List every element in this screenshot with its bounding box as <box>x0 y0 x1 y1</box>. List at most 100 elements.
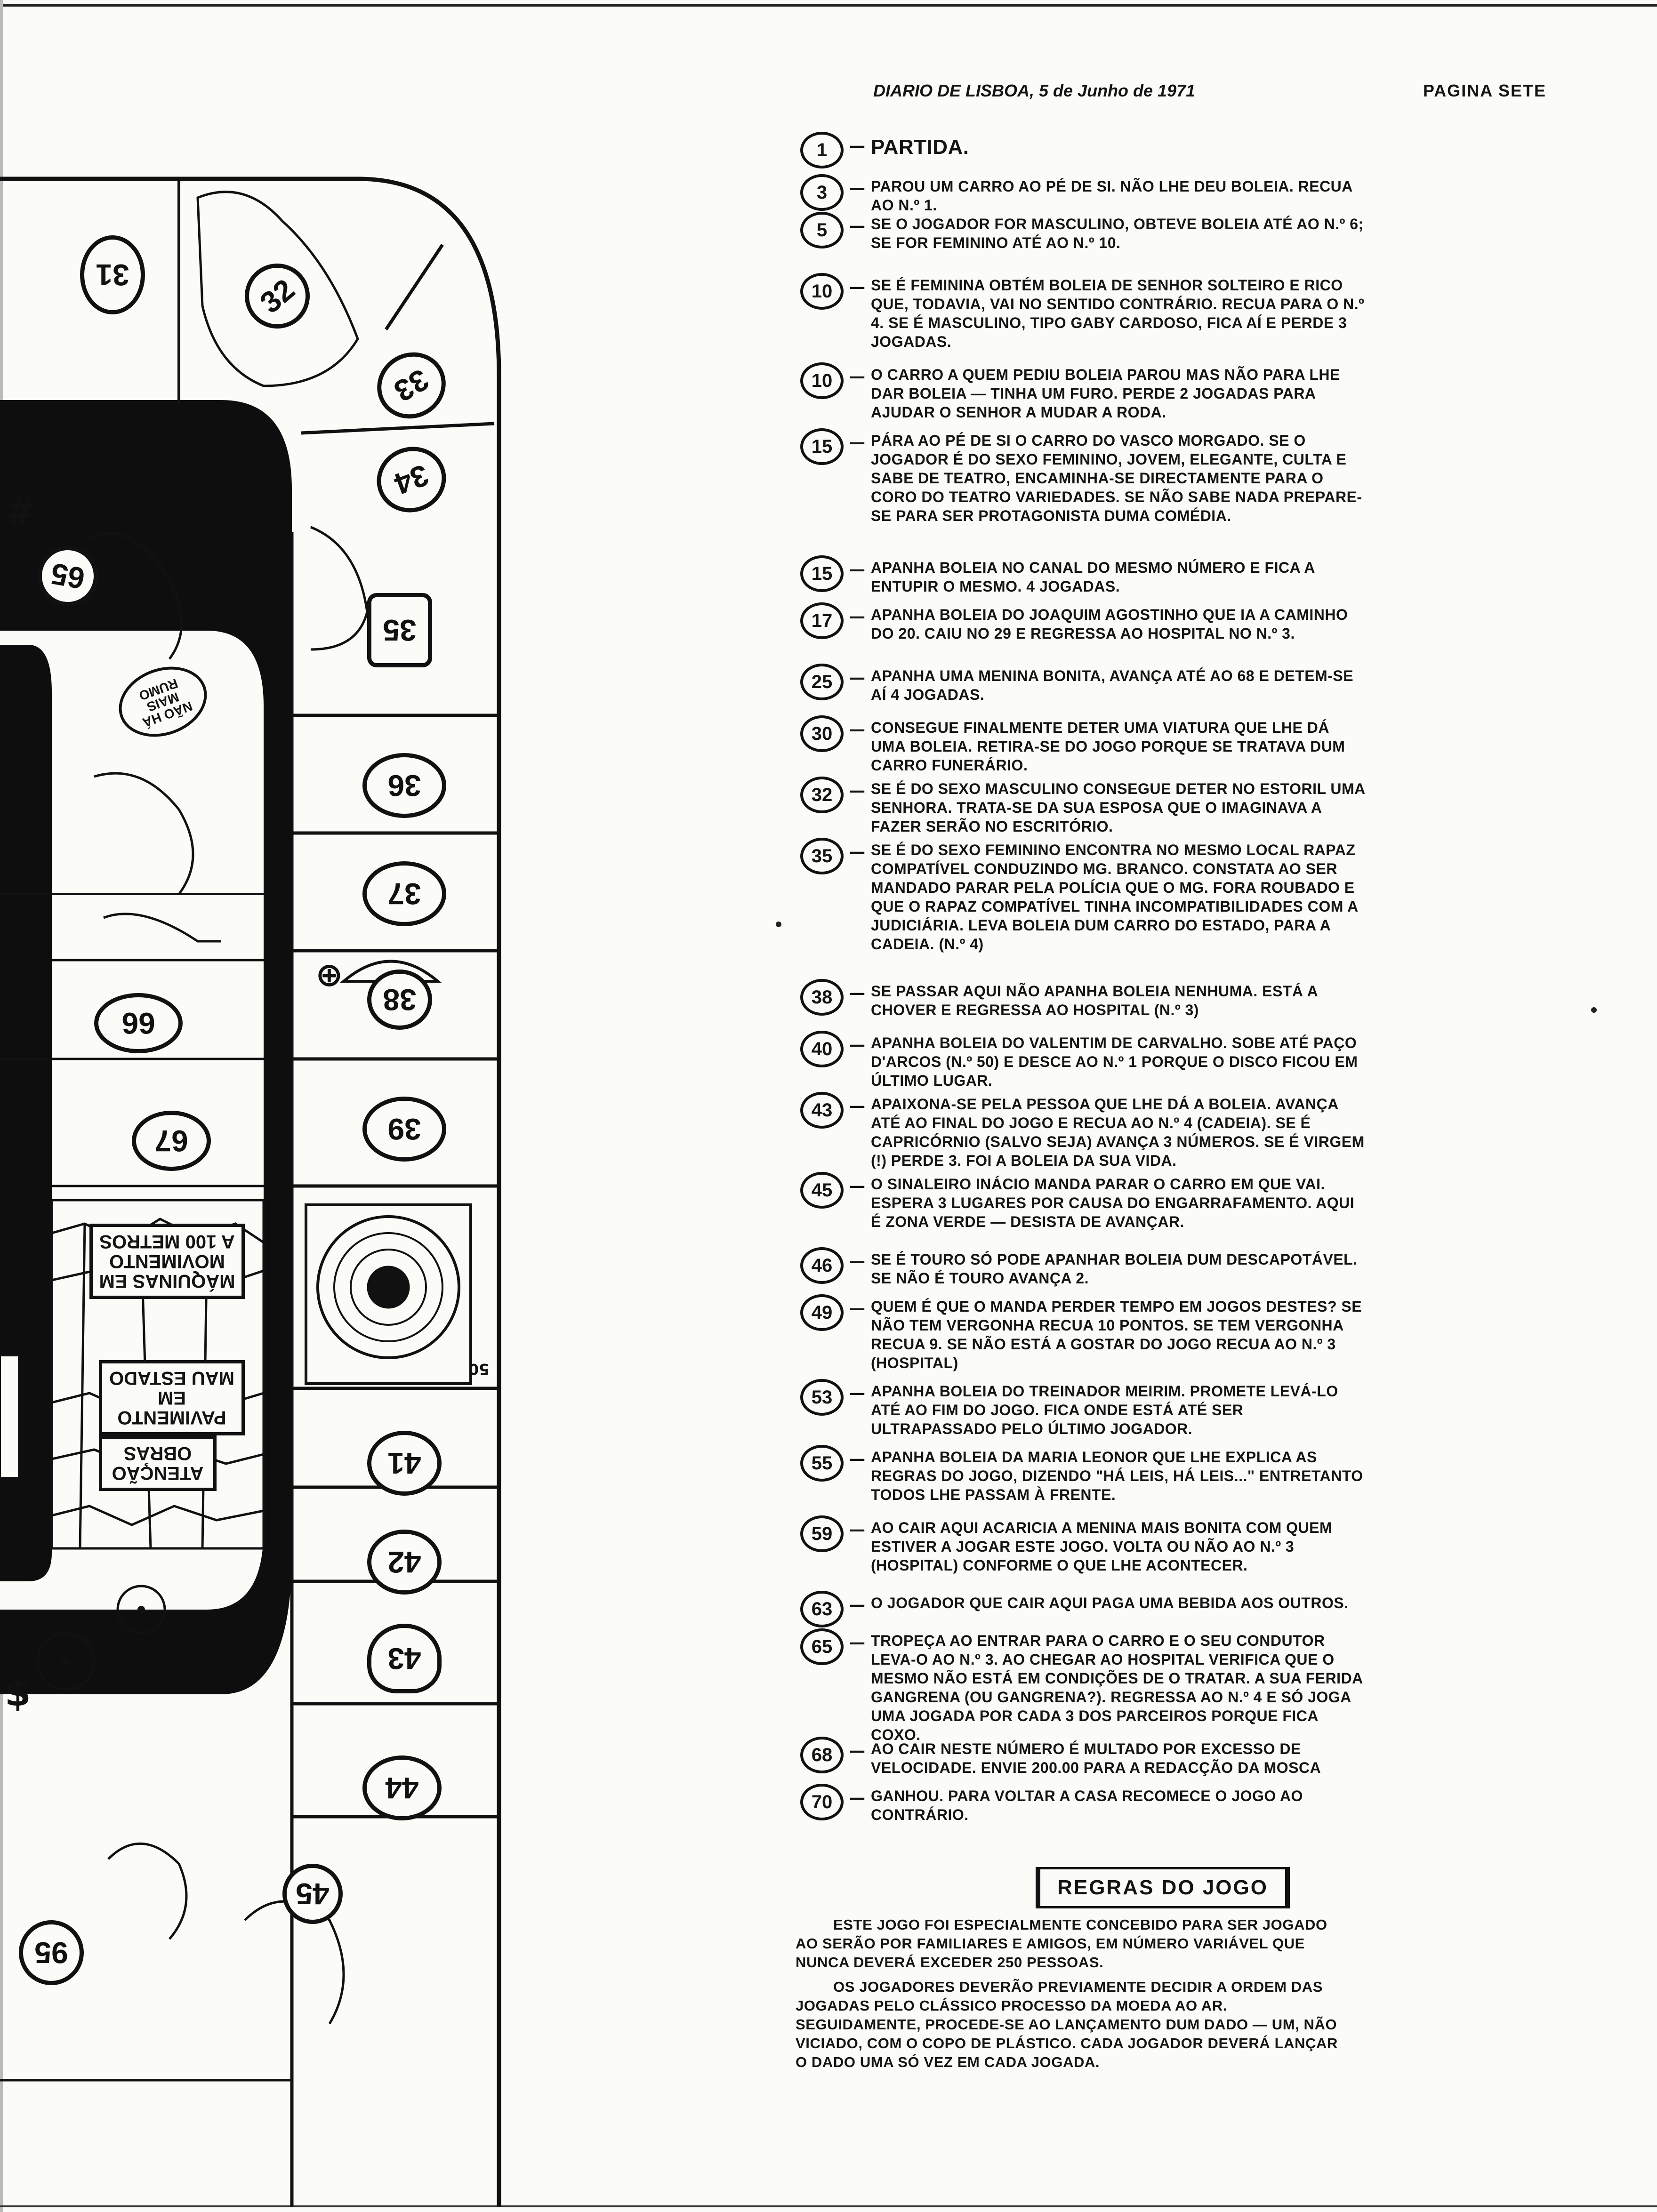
rules-title: REGRAS DO JOGO <box>1036 1867 1290 1908</box>
header-page: PAGINA SETE <box>1423 81 1546 100</box>
rules-body: Este jogo foi especialmente concebido pa… <box>796 1915 1346 2077</box>
rule-number-badge: 1 <box>800 132 844 168</box>
rule-number-badge: 10 <box>800 273 844 310</box>
board-cell-37: 37 <box>362 861 446 926</box>
rule-number-badge: 5 <box>800 212 844 248</box>
rule-text: Apanha boleia da Maria Leonor que lhe ex… <box>871 1449 1363 1503</box>
rule-dash: — <box>849 781 865 800</box>
rule-text: Apaixona-se pela pessoa que lhe dá a bol… <box>871 1096 1365 1169</box>
rule-dash: — <box>849 216 865 235</box>
board-cell-38: 38 <box>367 970 432 1030</box>
rule-number-badge: 70 <box>800 1784 844 1820</box>
rule-text: Quem é que o manda perder tempo em jogos… <box>871 1298 1362 1371</box>
rule-number-badge: 40 <box>800 1031 844 1067</box>
rule-text: Tropeça ao entrar para o carro e o seu c… <box>871 1632 1363 1743</box>
page-bottom-border <box>0 2205 1657 2207</box>
rule-number-badge: 30 <box>800 715 844 752</box>
rule-text: O jogador que cair aqui paga uma bebida … <box>871 1595 1349 1611</box>
rule-text: Ao cair neste número é multado por exces… <box>871 1740 1321 1776</box>
board-cell-31: 31 <box>80 235 145 314</box>
rule-dash: — <box>849 1177 865 1195</box>
rule-text: O sinaleiro Inácio manda parar o carro e… <box>871 1176 1355 1230</box>
dollar-icon: $ <box>5 1671 31 1715</box>
rule-number-badge: 32 <box>800 777 844 813</box>
rule-dash: — <box>849 433 865 452</box>
rule-dash: — <box>849 1595 865 1614</box>
rule-number-badge: 68 <box>800 1737 844 1773</box>
sign-maquinas: MÁQUINAS EM MOVIMENTO A 100 METROS <box>89 1224 245 1299</box>
plus-icon: ⊕ <box>315 955 343 994</box>
rule-dash: — <box>849 1520 865 1539</box>
rule-dash: — <box>849 984 865 1002</box>
speck <box>776 922 781 927</box>
rule-text: Se o jogador for masculino, obteve bolei… <box>871 216 1364 251</box>
board-cell-43: 43 <box>367 1624 442 1693</box>
rule-number-badge: 49 <box>800 1294 844 1331</box>
rule-text: Consegue finalmente deter uma viatura qu… <box>871 719 1345 774</box>
rule-dash: — <box>849 136 865 155</box>
rule-number-badge: 25 <box>800 664 844 700</box>
board-cell-45: 45 <box>282 1864 343 1924</box>
rules-paragraph-2: Os jogadores deverão previamente decidir… <box>796 1979 1338 2070</box>
board-cell-36: 36 <box>362 753 446 818</box>
rule-number-badge: 38 <box>800 979 844 1016</box>
speck <box>1591 1007 1597 1013</box>
rule-number-badge: 43 <box>800 1092 844 1129</box>
rule-dash: — <box>849 179 865 198</box>
rule-dash: — <box>849 1741 865 1760</box>
grid-icon: # <box>5 489 37 533</box>
newspaper-header: DIARIO DE LISBOA, 5 de Junho de 1971 PAG… <box>873 81 1546 109</box>
rule-dash: — <box>849 1384 865 1403</box>
page-top-border <box>0 4 1657 7</box>
rule-dash: — <box>849 1252 865 1271</box>
header-date: DIARIO DE LISBOA, 5 de Junho de 1971 <box>873 81 1196 100</box>
board-cell-41: 41 <box>367 1431 442 1496</box>
rule-text: Se passar aqui não apanha boleia nenhuma… <box>871 983 1318 1018</box>
board-label-50: 50 <box>468 1360 490 1378</box>
rule-text: Ao cair aqui acaricia a menina mais boni… <box>871 1519 1333 1574</box>
board-cell-35: 35 <box>367 593 432 667</box>
board-cell-44: 44 <box>362 1755 442 1820</box>
rule-dash: — <box>849 668 865 687</box>
rule-text: Se é Touro só pode apanhar boleia dum de… <box>871 1251 1358 1287</box>
rule-text: Apanha boleia no canal do mesmo número e… <box>871 559 1315 595</box>
rule-number-badge: 65 <box>800 1628 844 1665</box>
rule-number-badge: 59 <box>800 1515 844 1552</box>
sign-pavimento: PAVIMENTO EM MAU ESTADO <box>99 1360 245 1435</box>
rule-text: Ganhou. Para voltar a casa recomece o jo… <box>871 1787 1303 1823</box>
sign-atencao-obras: ATENÇÃO OBRAS <box>99 1435 217 1491</box>
rule-number-badge: 15 <box>800 428 844 465</box>
rule-number-badge: 55 <box>800 1445 844 1482</box>
rule-text: Se é feminina obtém boleia de senhor sol… <box>871 277 1365 350</box>
rule-text: Apanha boleia do treinador Meirim. Prome… <box>871 1383 1338 1437</box>
rule-dash: — <box>849 1788 865 1807</box>
rule-number-badge: 46 <box>800 1247 844 1284</box>
rule-number-badge: 63 <box>800 1591 844 1627</box>
rule-number-badge: 15 <box>800 555 844 592</box>
board-cell-66: 66 <box>94 993 183 1053</box>
rule-text: O carro a quem pediu boleia parou mas nã… <box>871 366 1340 421</box>
rule-text: Se é do sexo feminino encontra no mesmo … <box>871 842 1358 953</box>
rule-dash: — <box>849 1633 865 1652</box>
rule-dash: — <box>849 842 865 861</box>
rule-text: Apanha uma menina bonita, avança até ao … <box>871 667 1354 703</box>
board-cell-95: 95 <box>19 1920 84 1985</box>
rule-text: Apanha boleia do Valentim de Carvalho. S… <box>871 1034 1358 1089</box>
rule-dash: — <box>849 1299 865 1318</box>
rule-dash: — <box>849 1450 865 1468</box>
rule-number-badge: 3 <box>800 174 844 211</box>
rule-number-badge: 53 <box>800 1379 844 1416</box>
board-cell-42: 42 <box>367 1530 442 1595</box>
rule-text: Partida. <box>871 136 969 159</box>
rule-number-badge: 17 <box>800 602 844 639</box>
rule-dash: — <box>849 1035 865 1054</box>
rule-dash: — <box>849 367 865 386</box>
rule-number-badge: 10 <box>800 362 844 399</box>
rule-text: Pára ao pé de si o carro do Vasco Morgad… <box>871 432 1362 524</box>
rule-dash: — <box>849 560 865 579</box>
rule-dash: — <box>849 278 865 297</box>
rule-number-badge: 35 <box>800 838 844 874</box>
rule-text: Apanha boleia do Joaquim Agostinho que i… <box>871 606 1348 642</box>
rule-dash: — <box>849 720 865 739</box>
rules-paragraph-1: Este jogo foi especialmente concebido pa… <box>796 1916 1327 1971</box>
